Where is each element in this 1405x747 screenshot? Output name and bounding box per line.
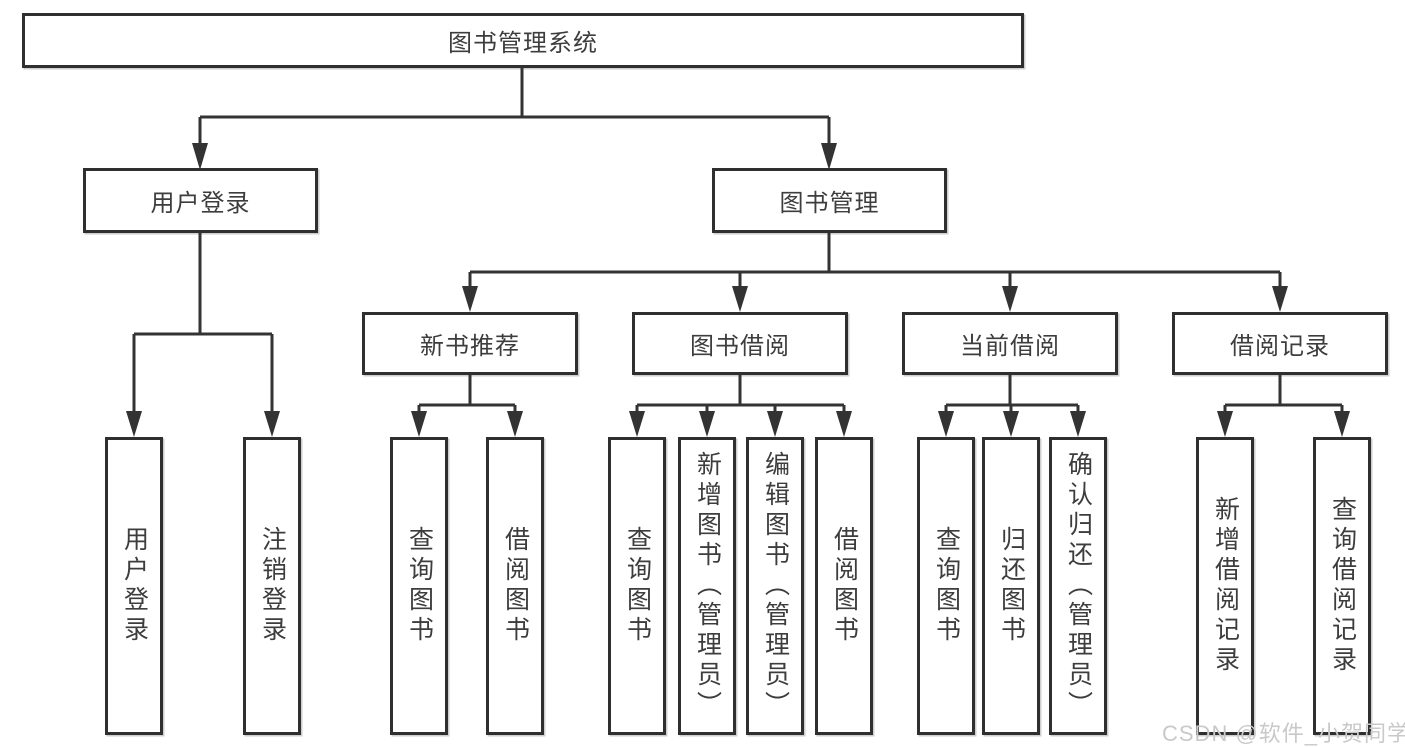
leaf-label: 查询图书 xyxy=(623,526,652,646)
node-label: 图书借阅 xyxy=(690,333,790,360)
leaf-newbooks-borrow-books: 借阅图书 xyxy=(486,437,544,735)
leaf-label: 归还图书 xyxy=(997,526,1026,646)
node-new-book-recommendation: 新书推荐 xyxy=(362,312,578,375)
node-label: 图书管理系统 xyxy=(448,30,598,57)
node-book-borrowing: 图书借阅 xyxy=(632,312,848,375)
leaf-label: 注销登录 xyxy=(258,526,287,646)
leaf-records-query-record: 查询借阅记录 xyxy=(1313,437,1371,735)
node-label: 借阅记录 xyxy=(1230,333,1330,360)
leaf-label: 查询图书 xyxy=(405,526,434,646)
leaf-label: 新增借阅记录 xyxy=(1211,496,1240,676)
node-user-login: 用户登录 xyxy=(83,168,318,233)
node-label: 用户登录 xyxy=(150,190,251,217)
leaf-borrow-add-books-admin: 新增图书（管理员） xyxy=(678,437,736,735)
leaf-user-login: 用户登录 xyxy=(105,437,163,735)
node-label: 图书管理 xyxy=(779,190,880,217)
arrowhead-markers xyxy=(126,143,1350,437)
csdn-watermark: CSDN @软件_小贺同学 xyxy=(1162,721,1405,746)
tree-edge-lines xyxy=(132,68,1344,416)
leaf-borrow-borrow-books: 借阅图书 xyxy=(815,437,873,735)
leaf-label: 查询借阅记录 xyxy=(1328,496,1357,676)
leaf-label: 确认归还（管理员） xyxy=(1064,451,1093,721)
leaf-current-query-books: 查询图书 xyxy=(917,437,975,735)
node-library-management-system: 图书管理系统 xyxy=(22,13,1024,68)
node-current-borrowing: 当前借阅 xyxy=(902,312,1118,375)
leaf-current-return-books: 归还图书 xyxy=(982,437,1040,735)
leaf-label: 查询图书 xyxy=(932,526,961,646)
leaf-current-confirm-return-admin: 确认归还（管理员） xyxy=(1049,437,1107,735)
leaf-label: 借阅图书 xyxy=(501,526,530,646)
leaf-borrow-edit-books-admin: 编辑图书（管理员） xyxy=(746,437,804,735)
leaf-records-add-record: 新增借阅记录 xyxy=(1196,437,1254,735)
leaf-borrow-query-books: 查询图书 xyxy=(608,437,666,735)
leaf-label: 新增图书（管理员） xyxy=(693,451,722,721)
leaf-label: 用户登录 xyxy=(120,526,149,646)
node-book-management: 图书管理 xyxy=(712,168,947,233)
leaf-newbooks-query-books: 查询图书 xyxy=(390,437,448,735)
leaf-label: 借阅图书 xyxy=(830,526,859,646)
node-label: 新书推荐 xyxy=(420,333,520,360)
node-label: 当前借阅 xyxy=(960,333,1060,360)
leaf-logout: 注销登录 xyxy=(243,437,301,735)
leaf-label: 编辑图书（管理员） xyxy=(761,451,790,721)
node-borrowing-records: 借阅记录 xyxy=(1172,312,1388,375)
